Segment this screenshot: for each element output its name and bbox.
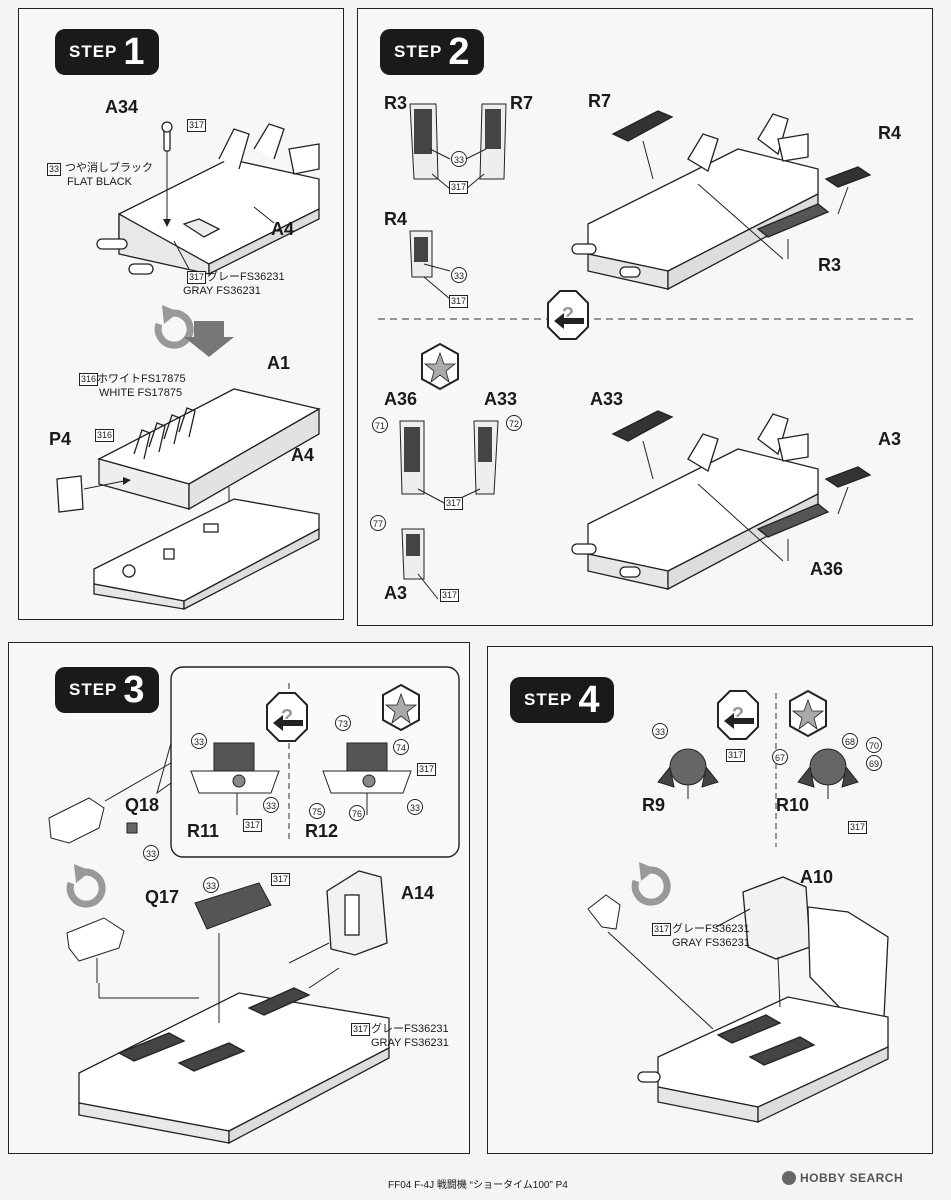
part-r4-label: R4: [384, 209, 408, 229]
paint-75-callout: 75: [309, 803, 325, 819]
watermark-text: HOBBY SEARCH: [800, 1171, 904, 1185]
paint-317-callout: 317: [848, 821, 868, 834]
paint-317-jp: グレーFS36231: [672, 923, 750, 935]
hobby-search-logo-icon: [782, 1171, 796, 1185]
step4-badge: STEP 4: [510, 677, 614, 723]
step2-panel: STEP 2: [357, 8, 933, 626]
paint-69-callout: 69: [866, 755, 882, 771]
paint-76-callout: 76: [349, 805, 365, 821]
svg-text:?: ?: [281, 706, 293, 728]
paint-317-callout: 317: [271, 873, 291, 886]
part-r7-label: R7: [510, 93, 534, 113]
part-a33-label: A33: [484, 389, 518, 409]
part-a3-label: A3: [384, 583, 408, 603]
part-p4-label: P4: [49, 429, 72, 449]
part-a3-label: A3: [878, 429, 902, 449]
watermark: HOBBY SEARCH: [782, 1171, 903, 1185]
step-word: STEP: [394, 42, 443, 61]
step2-drawing: ?: [378, 103, 914, 600]
paint-317-callout: 317: [187, 119, 207, 132]
paint-71-callout: 71: [372, 417, 388, 433]
paint-68-callout: 68: [842, 733, 858, 749]
paint-33-callout: 33: [451, 267, 467, 283]
step3-badge: STEP 3: [55, 667, 159, 713]
part-r11-label: R11: [187, 821, 220, 841]
part-r9-label: R9: [642, 795, 666, 815]
part-a33-label: A33: [590, 389, 624, 409]
paint-72-callout: 72: [506, 415, 522, 431]
paint-67-callout: 67: [772, 749, 788, 765]
paint-33-callout: 33: [652, 723, 668, 739]
part-r10-label: R10: [776, 795, 810, 815]
svg-text:?: ?: [562, 304, 574, 326]
paint-317-callout: 317: [440, 589, 460, 602]
paint-33-jp: つや消しブラック: [65, 162, 153, 174]
paint-316-callout: 316: [95, 429, 115, 442]
part-r3-label: R3: [384, 93, 408, 113]
paint-33-callout: 33: [143, 845, 159, 861]
paint-33-callout: 33: [263, 797, 279, 813]
paint-70-callout: 70: [866, 737, 882, 753]
paint-317-callout: 317: [652, 923, 672, 936]
step1-panel: STEP 1: [18, 8, 344, 620]
step-word: STEP: [69, 680, 118, 699]
step-word: STEP: [69, 42, 118, 61]
paint-317-callout: 317: [444, 497, 464, 510]
paint-317-callout: 317: [449, 295, 469, 308]
step-word: STEP: [524, 690, 573, 709]
step4-panel: STEP 4 ?: [487, 646, 933, 1154]
paint-317-callout: 317: [187, 271, 207, 284]
step3-panel: STEP 3 ?: [8, 642, 470, 1154]
paint-74-callout: 74: [393, 739, 409, 755]
paint-316-jp: ホワイトFS17875: [97, 373, 186, 385]
part-a10-label: A10: [800, 867, 834, 887]
paint-317-callout: 317: [726, 749, 746, 762]
paint-317-en: GRAY FS36231: [183, 285, 261, 297]
part-q18-label: Q18: [125, 795, 160, 815]
paint-33-callout: 33: [47, 163, 62, 176]
paint-33-callout: 33: [191, 733, 207, 749]
paint-33-en: FLAT BLACK: [67, 176, 133, 188]
part-a4-label: A4: [291, 445, 315, 465]
step1-drawing: [56, 121, 321, 611]
paint-317-callout: 317: [417, 763, 437, 776]
step-number: 4: [578, 678, 600, 721]
paint-317-callout: 317: [243, 819, 263, 832]
part-a4-label: A4: [271, 219, 295, 239]
step-number: 3: [123, 668, 145, 711]
svg-text:?: ?: [732, 704, 744, 726]
paint-33-callout: 33: [203, 877, 219, 893]
paint-316-en: WHITE FS17875: [99, 387, 183, 399]
step2-badge: STEP 2: [380, 29, 484, 75]
part-q17-label: Q17: [145, 887, 180, 907]
paint-317-jp: グレーFS36231: [207, 271, 285, 283]
part-r12-label: R12: [305, 821, 339, 841]
part-a1-label: A1: [267, 353, 291, 373]
paint-317-jp: グレーFS36231: [371, 1023, 449, 1035]
part-a36-label: A36: [384, 389, 418, 409]
part-a36-label: A36: [810, 559, 844, 579]
part-r7-label: R7: [588, 91, 612, 111]
paint-77-callout: 77: [370, 515, 386, 531]
paint-317-callout: 317: [351, 1023, 371, 1036]
paint-317-en: GRAY FS36231: [371, 1037, 449, 1049]
paint-316-callout: 316: [79, 373, 99, 386]
paint-73-callout: 73: [335, 715, 351, 731]
paint-317-en: GRAY FS36231: [672, 937, 750, 949]
part-a14-label: A14: [401, 883, 435, 903]
step4-drawing: ?: [587, 689, 889, 1124]
page-caption: FF04 F-4J 戦闘機 “ショータイム100” P4: [388, 1180, 568, 1191]
step-number: 2: [448, 30, 470, 73]
part-a34-label: A34: [105, 97, 139, 117]
paint-33-callout: 33: [451, 151, 467, 167]
part-r3-label: R3: [818, 255, 842, 275]
step-number: 1: [123, 30, 145, 73]
paint-33-callout: 33: [407, 799, 423, 815]
step1-badge: STEP 1: [55, 29, 159, 75]
part-r4-label: R4: [878, 123, 902, 143]
paint-317-callout: 317: [449, 181, 469, 194]
